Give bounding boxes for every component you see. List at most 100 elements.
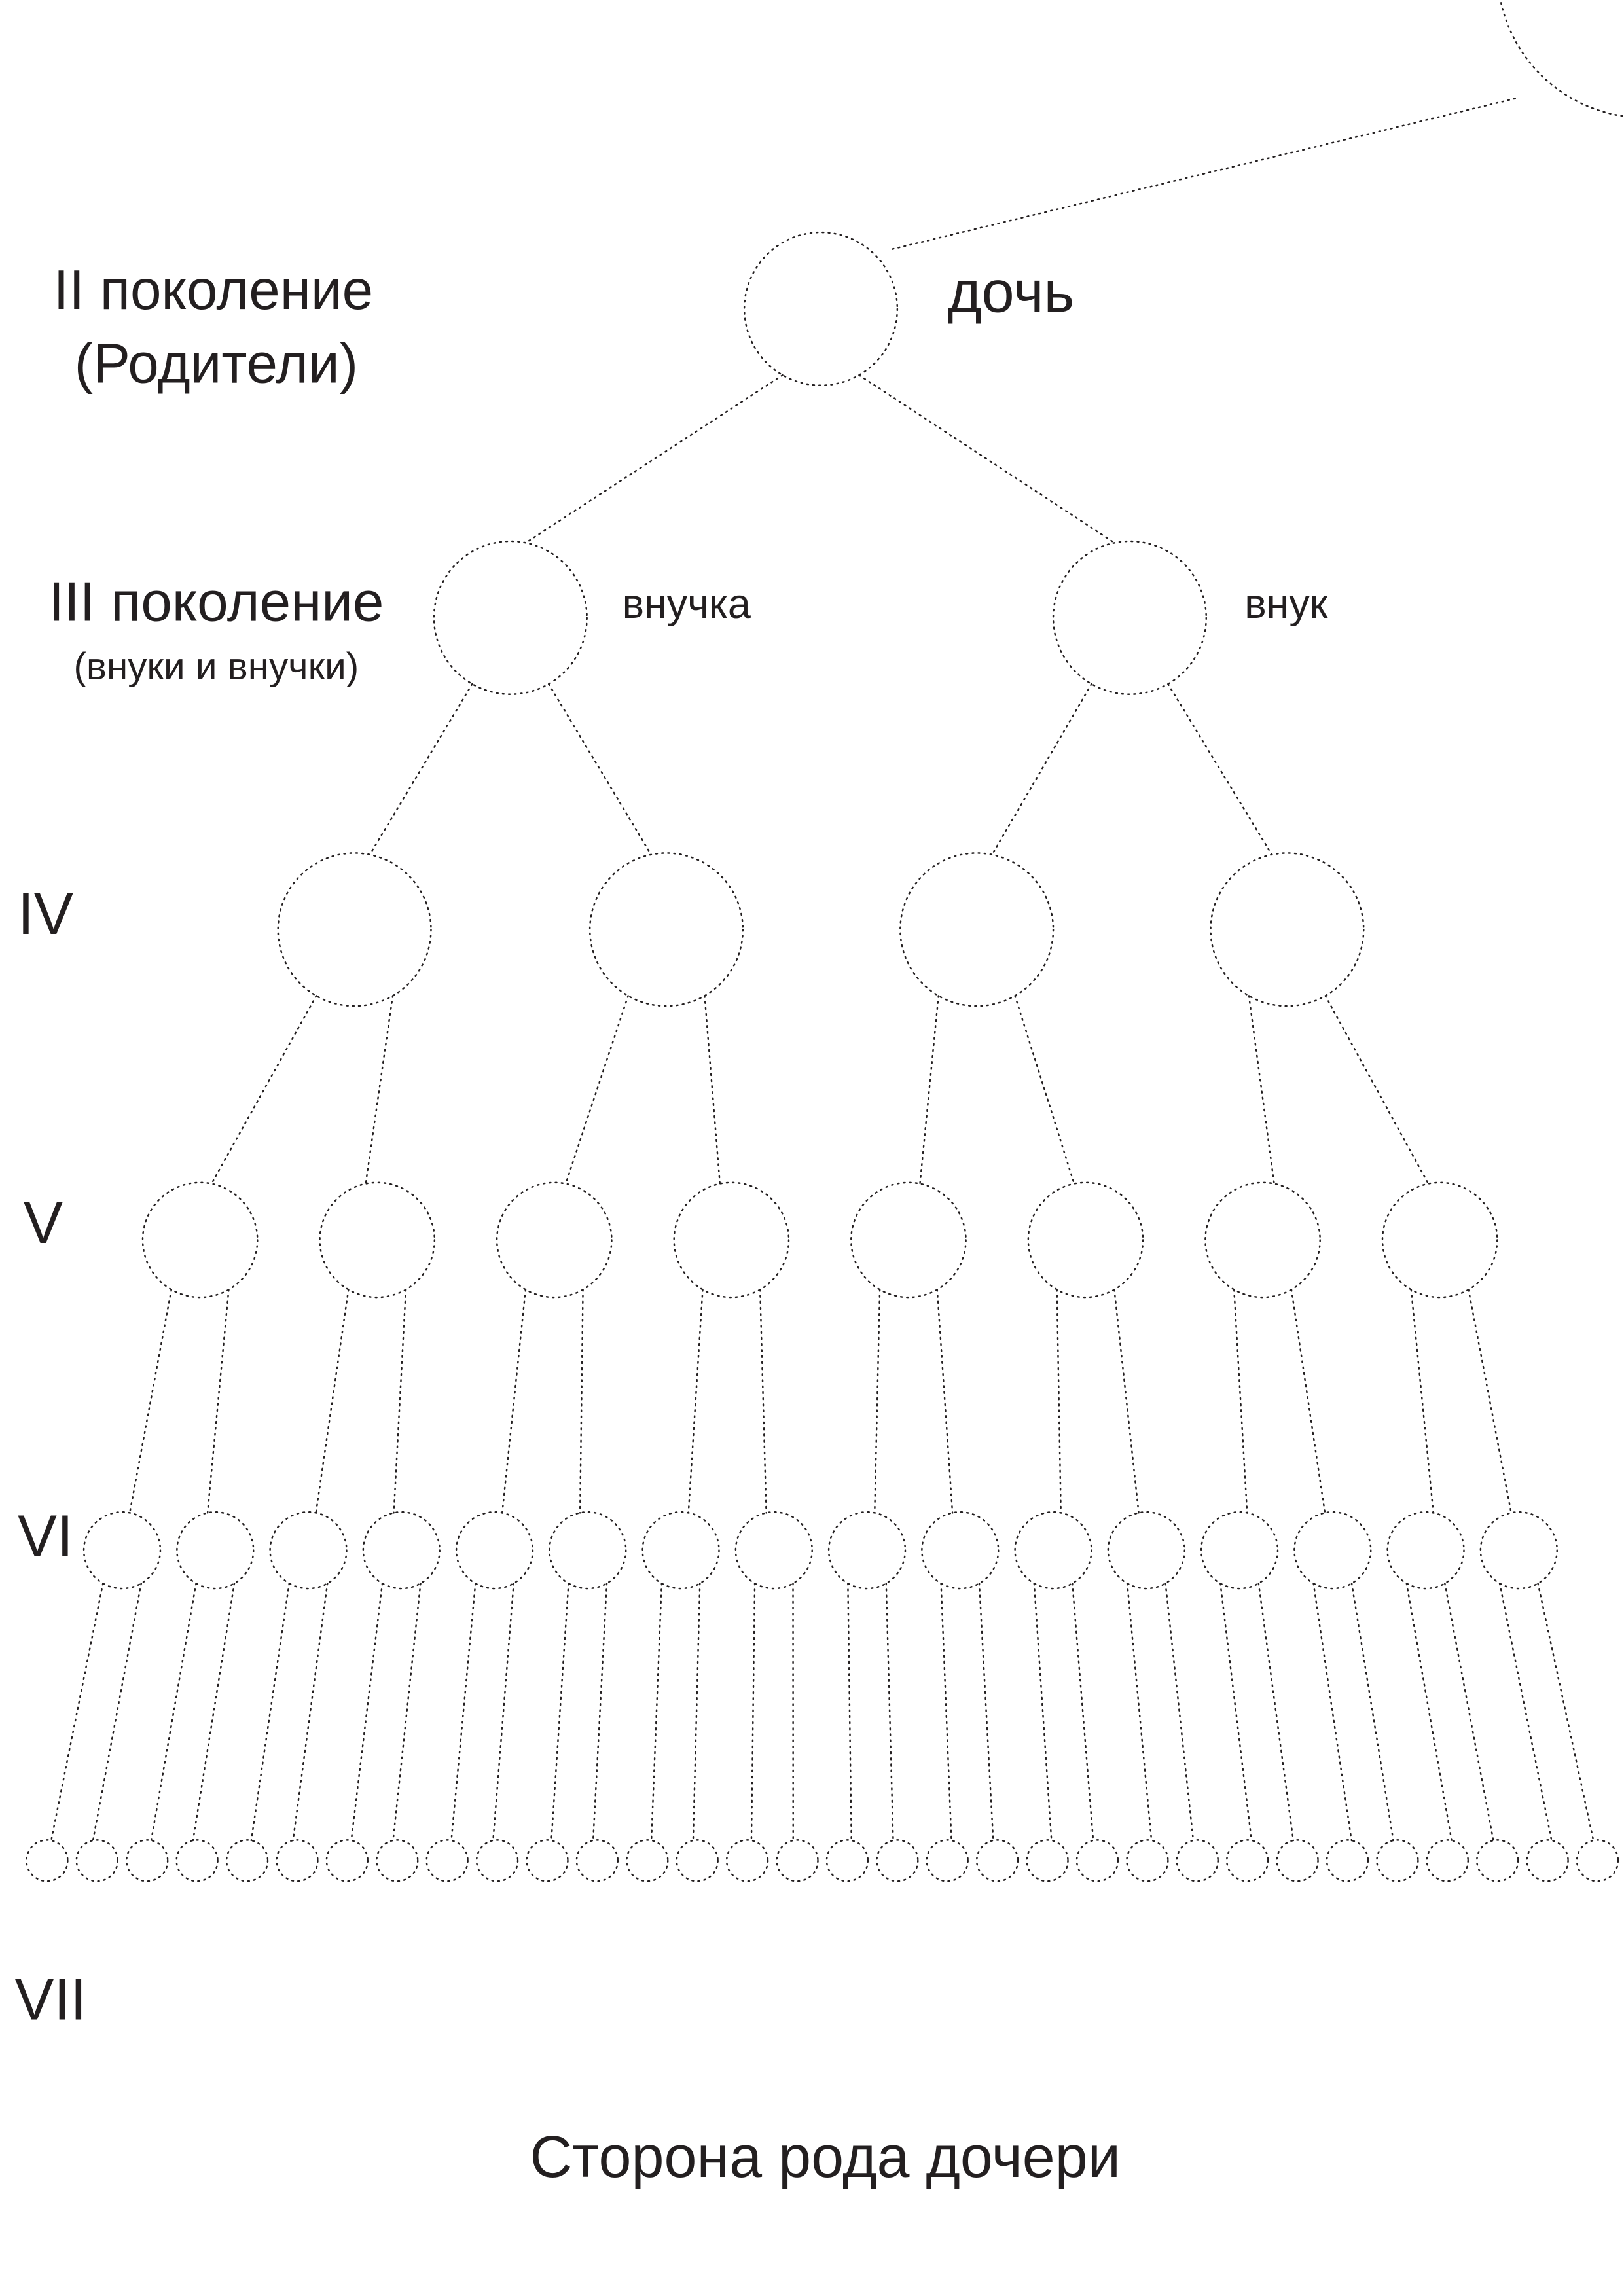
tree-edge [128, 1289, 173, 1514]
generation-5-node-circle [1027, 1181, 1144, 1299]
generation-7-node-circle [825, 1839, 869, 1882]
generation-6-node-circle [1014, 1511, 1092, 1590]
generation-6-node-circle [921, 1511, 1000, 1590]
tree-edge [1350, 1582, 1394, 1842]
diagram-caption: Сторона рода дочери [530, 2125, 1121, 2190]
tree-edge [369, 683, 473, 855]
generation-5-node-circle [319, 1181, 436, 1299]
generation-4-node-circle [277, 852, 432, 1007]
generation-5-node-circle [141, 1181, 259, 1299]
generation-7-node-circle [475, 1839, 519, 1882]
tree-edge [592, 1582, 608, 1842]
generation-7-node-circle [626, 1839, 669, 1882]
generation-3-node-circle [1052, 540, 1208, 695]
generation-6-node-circle [362, 1511, 441, 1590]
generation-6-node-circle [1107, 1511, 1185, 1590]
tree-edge [1537, 1582, 1595, 1842]
tree-edge [1248, 995, 1275, 1185]
generation-7-node-circle [975, 1839, 1019, 1882]
tree-edge [847, 1582, 852, 1842]
generation-6-node-circle [734, 1511, 813, 1590]
generation-7-node-circle [1126, 1839, 1169, 1882]
generation-7-node-circle [225, 1839, 269, 1882]
generation-6-node-circle [827, 1511, 907, 1590]
tree-edge [1410, 1289, 1434, 1514]
tree-edge [1468, 1289, 1512, 1514]
generation-7-node-circle [676, 1839, 719, 1882]
tree-edge [940, 1582, 952, 1842]
root-node-circle [743, 231, 899, 387]
tree-edge [392, 1582, 422, 1842]
generation-7-label: VII [14, 1967, 86, 2033]
generation-5-node-circle [1204, 1181, 1321, 1299]
generation-4-node-circle [1210, 852, 1365, 1007]
tree-edge [492, 1582, 514, 1842]
generation-6-node-circle [1293, 1511, 1372, 1590]
tree-edge [885, 1582, 894, 1842]
tree-edge [250, 1582, 291, 1842]
tree-edge [150, 1582, 197, 1842]
generation-7-node-circle [1026, 1839, 1069, 1882]
grandson-label: внук [1244, 581, 1328, 627]
tree-edge [991, 683, 1092, 855]
generation-7-node-circle [425, 1839, 469, 1882]
tree-nodes [26, 0, 1624, 1882]
tree-edge [1444, 1582, 1494, 1842]
root-node-label: дочь [947, 259, 1074, 325]
generation-2-sublabel: (Родители) [75, 332, 358, 395]
generation-7-node-circle [1426, 1839, 1470, 1882]
tree-edge [759, 1289, 767, 1514]
generation-5-node-circle [673, 1181, 790, 1299]
tree-edge [692, 1582, 701, 1842]
generation-3-label: III поколение [48, 571, 384, 633]
tree-edge [1257, 1582, 1295, 1842]
generation-4-node-circle [899, 852, 1055, 1007]
generation-7-node-circle [725, 1839, 769, 1882]
generation-3-sublabel: (внуки и внучки) [73, 645, 359, 688]
tree-edge [292, 1582, 329, 1842]
tree-edge [501, 1289, 527, 1514]
generation-7-node-circle [1526, 1839, 1569, 1882]
tree-edge [1405, 1582, 1453, 1842]
generation-5-node-circle [850, 1181, 967, 1299]
generation-4-node-circle [588, 852, 744, 1007]
generation-3-node-circle [433, 540, 588, 695]
generation-7-node-circle [1576, 1839, 1619, 1882]
tree-edges [50, 98, 1595, 1842]
generation-7-node-circle [376, 1839, 419, 1882]
tree-edge [873, 1289, 881, 1514]
tree-edge [919, 995, 940, 1185]
tree-edge [1126, 1582, 1153, 1842]
tree-edge [1113, 1289, 1140, 1514]
generation-7-node-circle [876, 1839, 919, 1882]
generation-5-node-circle [496, 1181, 613, 1299]
tree-edge [206, 1289, 230, 1514]
tree-edge [1312, 1582, 1353, 1842]
generation-7-node-circle [1376, 1839, 1419, 1882]
tree-edge [192, 1582, 236, 1842]
generation-7-node-circle [575, 1839, 619, 1882]
parent-node-circle [1500, 0, 1624, 117]
tree-edge [524, 374, 784, 544]
generation-7-node-circle [776, 1839, 819, 1882]
tree-edge [579, 1289, 584, 1514]
tree-edge [565, 995, 629, 1185]
tree-edge [1498, 1582, 1553, 1842]
tree-edge [1014, 995, 1075, 1185]
generation-5-label: V [24, 1191, 63, 1256]
generation-7-node-circle [1176, 1839, 1219, 1882]
tree-edge [92, 1582, 142, 1842]
generation-6-node-circle [269, 1511, 348, 1590]
generation-7-node-circle [1476, 1839, 1519, 1882]
generation-6-node-circle [82, 1511, 162, 1590]
tree-edge [1033, 1582, 1053, 1842]
tree-edge [704, 995, 721, 1185]
granddaughter-label: внучка [623, 581, 751, 627]
tree-edge [936, 1289, 954, 1514]
tree-edge [210, 995, 317, 1185]
tree-edge [1056, 1289, 1062, 1514]
tree-edge [1324, 995, 1430, 1185]
generation-7-node-circle [1225, 1839, 1269, 1882]
generation-7-node-circle [276, 1839, 319, 1882]
